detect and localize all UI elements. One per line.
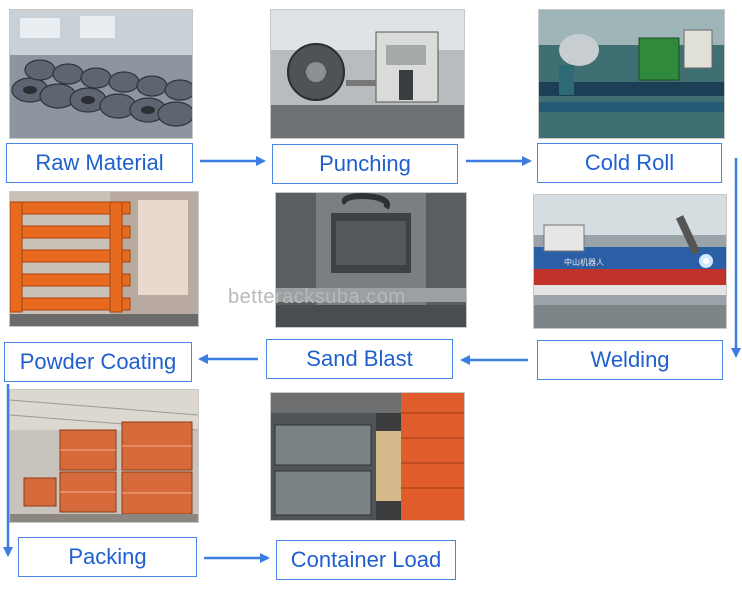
raw-material-label-box: Raw Material [6,143,193,183]
cold-roll-label: Cold Roll [584,150,675,175]
punching-label: Punching [319,151,411,176]
raw-material-photo [10,10,192,138]
powder-coating-photo [10,192,198,326]
welding-photo-inscription: 中山机器人 [564,257,604,267]
packing-photo [10,390,198,522]
welding-photo: 中山机器人 [534,195,726,328]
punching-photo [271,10,464,138]
powder-coating-label: Powder Coating [19,349,177,374]
cold-roll-label-box: Cold Roll [537,143,722,183]
container-load-label: Container Load [290,547,442,572]
cold-roll-photo [539,10,724,138]
welding-label: Welding [590,347,670,372]
container-load-label-box: Container Load [276,540,456,580]
punching-label-box: Punching [272,144,458,184]
packing-label: Packing [68,544,147,569]
welding-label-box: Welding [537,340,723,380]
sand-blast-photo [276,193,466,327]
powder-coating-label-box: Powder Coating [4,342,192,382]
raw-material-label: Raw Material [35,150,164,175]
watermark: betteracksuba.com [228,286,406,308]
packing-label-box: Packing [18,537,197,577]
sand-blast-label: Sand Blast [306,346,413,371]
sand-blast-label-box: Sand Blast [266,339,453,379]
container-load-photo [271,393,464,520]
